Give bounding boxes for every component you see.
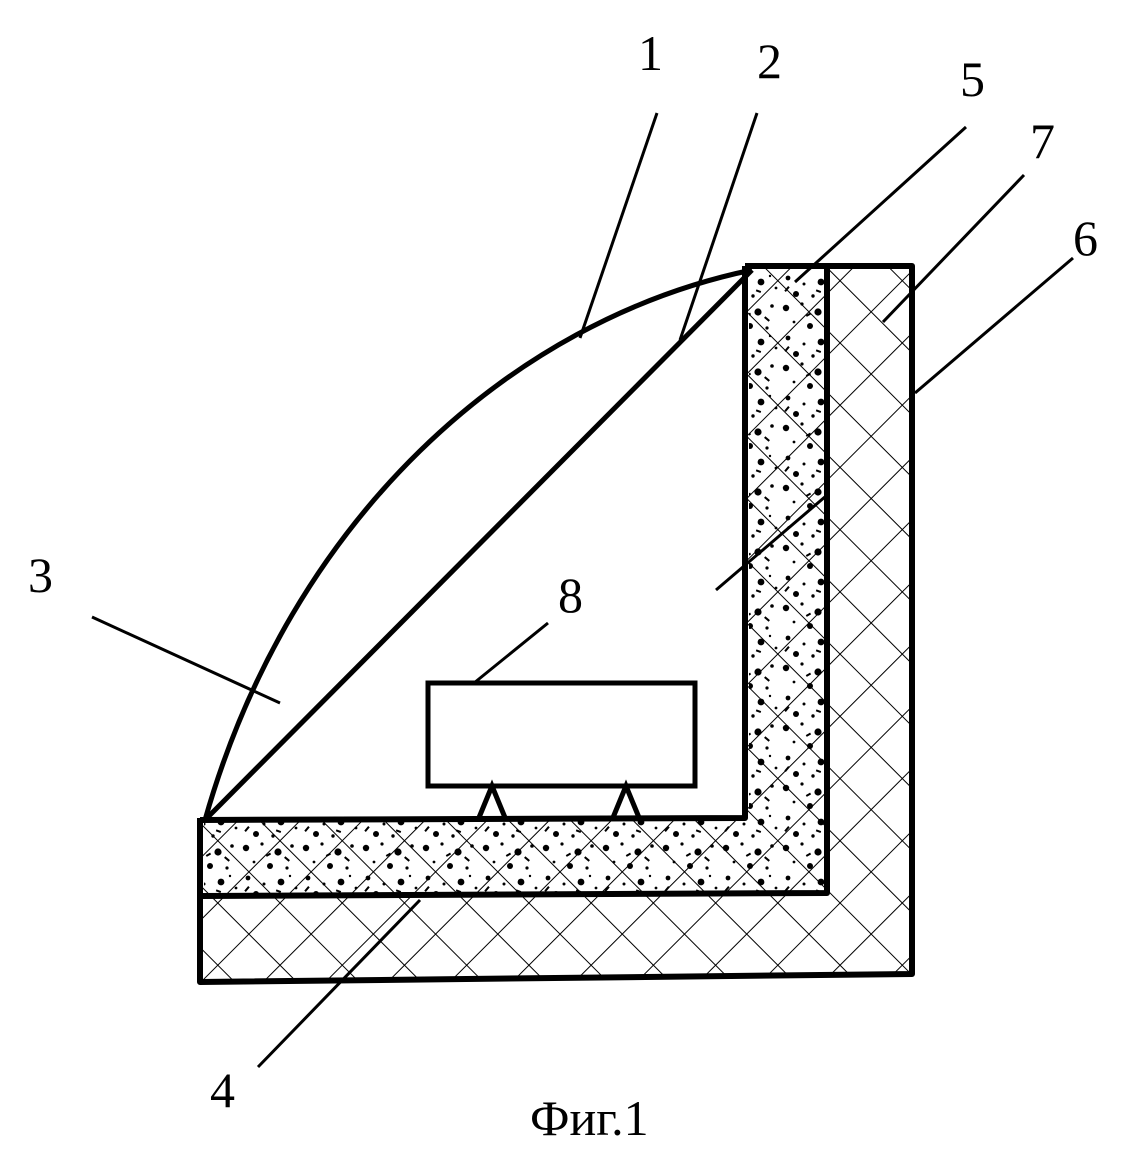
label-4: 4 <box>210 1062 235 1118</box>
inner-speckled-layer <box>204 270 827 896</box>
label-5: 5 <box>960 51 985 107</box>
label-8: 8 <box>558 567 583 623</box>
support-right <box>612 786 640 820</box>
label-3: 3 <box>28 547 53 603</box>
label-1: 1 <box>638 25 663 81</box>
figure-caption: Фиг.1 <box>530 1090 649 1146</box>
leader-6 <box>915 258 1073 393</box>
label-7: 7 <box>1030 113 1055 169</box>
label-6: 6 <box>1073 210 1098 266</box>
leader-8 <box>474 623 548 683</box>
leader-3 <box>92 617 280 703</box>
label-2: 2 <box>757 33 782 89</box>
leader-5 <box>795 127 966 282</box>
device-box <box>428 683 695 786</box>
leader-7 <box>883 175 1024 322</box>
inner-layer-boundary <box>202 268 827 896</box>
support-left <box>478 786 506 820</box>
